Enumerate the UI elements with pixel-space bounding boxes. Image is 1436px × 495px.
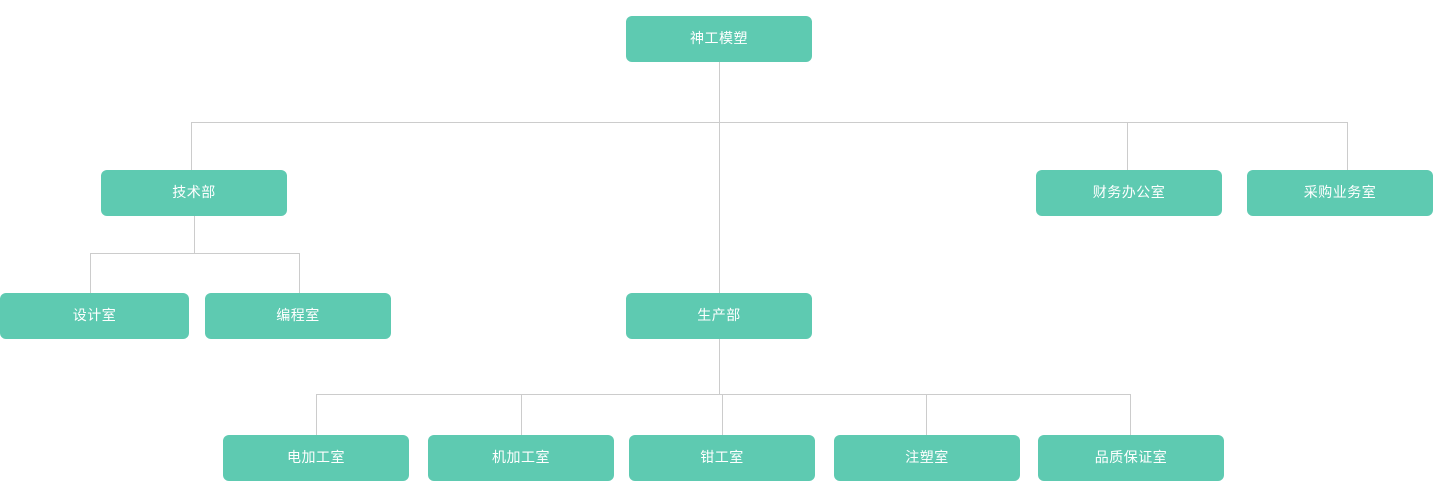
connector-drop-machining [521,394,522,436]
org-node-tech[interactable]: 技术部 [101,170,287,216]
org-node-edm[interactable]: 电加工室 [223,435,409,481]
connector-tech-stem [194,216,195,254]
org-node-label: 生产部 [697,308,741,324]
org-node-label: 品质保证室 [1094,450,1168,466]
connector-drop-edm [316,394,317,436]
org-node-label: 财务办公室 [1092,185,1166,201]
org-node-injection[interactable]: 注塑室 [834,435,1020,481]
connector-production-bus [316,394,1131,395]
org-node-label: 技术部 [172,185,216,201]
connector-drop-tech [191,122,192,170]
org-node-production[interactable]: 生产部 [626,293,812,339]
connector-drop-fitter [722,394,723,436]
org-node-label: 采购业务室 [1303,185,1377,201]
connector-drop-design [90,253,91,293]
org-node-quality[interactable]: 品质保证室 [1038,435,1224,481]
connector-drop-finance [1127,122,1128,170]
connector-tech-bus [90,253,300,254]
org-node-fitter[interactable]: 钳工室 [629,435,815,481]
org-node-label: 设计室 [72,308,117,324]
org-node-design[interactable]: 设计室 [0,293,189,339]
connector-drop-program [299,253,300,293]
org-node-root[interactable]: 神工模塑 [626,16,812,62]
connector-drop-quality [1130,394,1131,436]
org-node-purchase[interactable]: 采购业务室 [1247,170,1433,216]
org-node-label: 神工模塑 [690,31,748,47]
connector-root-to-production [719,122,720,294]
org-node-label: 注塑室 [905,450,949,466]
org-node-program[interactable]: 编程室 [205,293,391,339]
connector-root-stem [719,62,720,122]
org-node-finance[interactable]: 财务办公室 [1036,170,1222,216]
org-node-label: 编程室 [276,308,320,324]
connector-level1-bus [191,122,1348,123]
org-node-label: 电加工室 [287,450,345,466]
org-node-label: 机加工室 [492,450,550,466]
connector-production-stem [719,339,720,395]
connector-drop-injection [926,394,927,436]
connector-drop-purchase [1347,122,1348,170]
org-node-machining[interactable]: 机加工室 [428,435,614,481]
org-node-label: 钳工室 [700,450,744,466]
